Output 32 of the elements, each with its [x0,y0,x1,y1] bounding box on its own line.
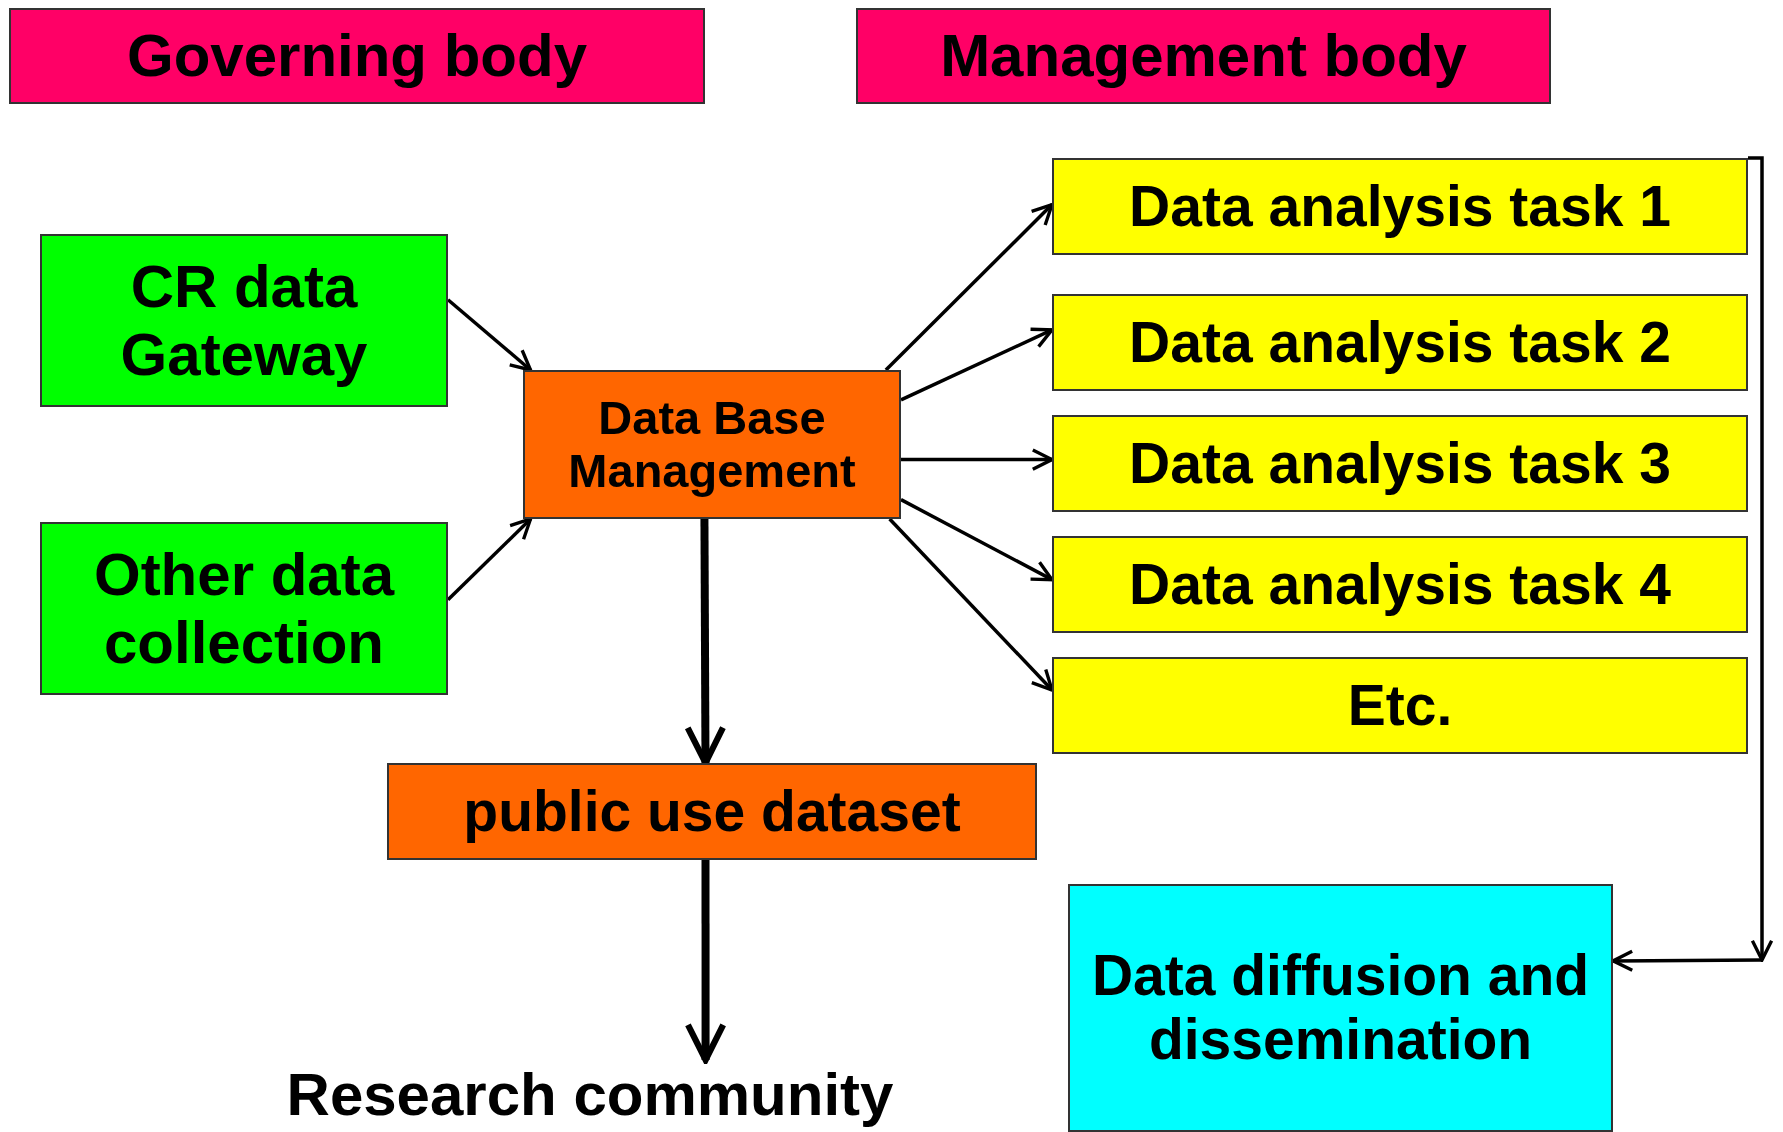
header-box [856,8,1551,104]
source-box [40,522,448,695]
process-box [387,763,1037,860]
node-label: Data diffusion and dissemination [1090,944,1591,1072]
node-label: Data analysis task 3 [1129,431,1671,496]
arrow [888,517,1054,692]
arrow [1748,156,1774,962]
task-box [1052,158,1748,255]
node-label: public use dataset [463,779,961,844]
process-box [523,370,901,519]
node-label: Data Base Management [567,391,857,498]
header-box [9,8,705,104]
node-label: Data analysis task 4 [1129,552,1671,617]
node-label: Data analysis task 2 [1129,310,1671,375]
task-box [1052,536,1748,633]
node-label: CR data Gateway [119,253,369,388]
arrow [900,498,1054,582]
node-label: Governing body [127,22,587,90]
node-label: Management body [940,22,1467,90]
text-label: Research community [286,1061,894,1129]
arrow [884,202,1054,372]
arrow [901,448,1054,471]
arrow [684,860,727,1064]
output-box [1068,884,1613,1132]
task-box [1052,657,1748,754]
task-box [1052,294,1748,391]
node-label: Other data collection [92,541,396,676]
node-label: Data analysis task 1 [1129,174,1671,239]
source-box [40,234,448,407]
node-label: Etc. [1347,673,1453,738]
arrow [900,327,1054,402]
task-box [1052,415,1748,512]
